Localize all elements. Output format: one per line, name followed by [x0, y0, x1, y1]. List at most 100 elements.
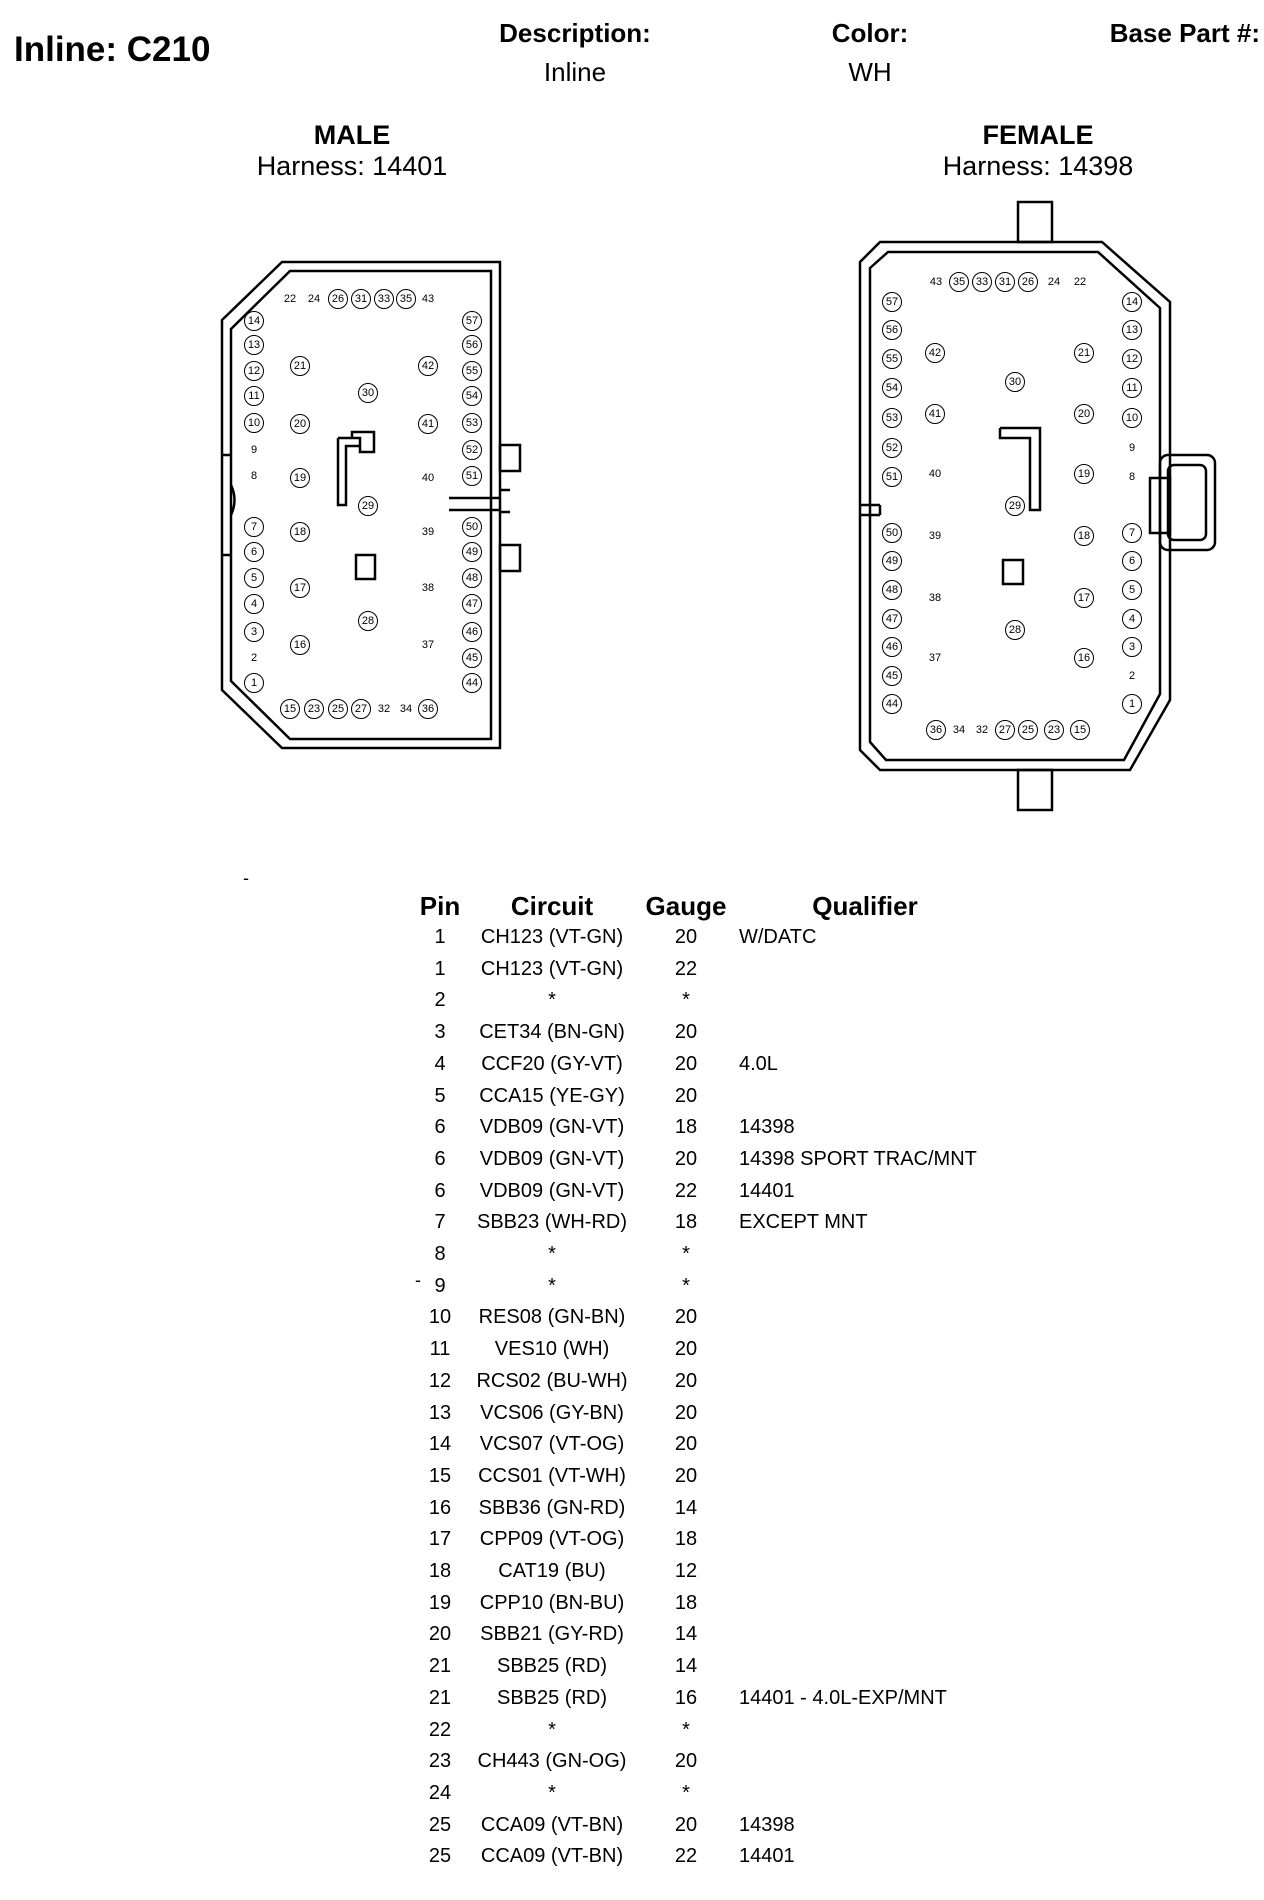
pin-8: 8: [1128, 471, 1136, 483]
pin-14: 14: [244, 311, 264, 331]
pin-cell: 25: [428, 1845, 452, 1868]
circuit-cell: CCA09 (VT-BN): [480, 1813, 624, 1836]
pin-27: 27: [995, 720, 1015, 740]
pin-12: 12: [1122, 349, 1142, 369]
gauge-cell: 18: [674, 1211, 698, 1234]
table-row: 2**: [0, 989, 1264, 1021]
color-value: WH: [848, 57, 892, 87]
pin-13: 13: [244, 335, 264, 355]
pin-26: 26: [1018, 272, 1038, 292]
pin-9: 9: [250, 444, 258, 456]
pin-cell: 8: [434, 1243, 446, 1265]
gauge-cell: *: [682, 1718, 690, 1741]
pin-37: 37: [421, 639, 435, 651]
pin-20: 20: [1074, 404, 1094, 424]
pin-15: 15: [280, 699, 300, 719]
circuit-cell: *: [548, 1718, 556, 1741]
pin-cell: 16: [428, 1496, 452, 1519]
circuit-cell: VDB09 (GN-VT): [479, 1179, 625, 1202]
pin-15: 15: [1070, 720, 1090, 740]
pin-38: 38: [421, 582, 435, 594]
pin-cell: 11: [429, 1338, 451, 1361]
table-row: 24**: [0, 1782, 1264, 1814]
circuit-cell: VCS06 (GY-BN): [480, 1401, 624, 1424]
pin-28: 28: [1005, 620, 1025, 640]
pin-cell: 6: [434, 1179, 446, 1202]
qualifier-cell: 14398: [739, 1116, 795, 1139]
table-header-gauge: Gauge: [645, 891, 727, 921]
pin-19: 19: [290, 468, 310, 488]
pin-16: 16: [1074, 648, 1094, 668]
circuit-cell: CH123 (VT-GN): [480, 926, 624, 948]
pin-32: 32: [377, 703, 391, 715]
pin-54: 54: [882, 378, 902, 398]
pin-cell: 6: [434, 1147, 446, 1170]
pin-2: 2: [1128, 670, 1136, 682]
pin-38: 38: [928, 592, 942, 604]
circuit-cell: RES08 (GN-BN): [478, 1306, 626, 1329]
pin-41: 41: [925, 404, 945, 424]
pin-cell: 15: [428, 1464, 452, 1487]
pin-49: 49: [882, 551, 902, 571]
circuit-cell: CCF20 (GY-VT): [481, 1052, 623, 1075]
gauge-cell: 20: [674, 1433, 698, 1456]
color-label: Color:: [831, 18, 909, 48]
pin-21: 21: [1074, 343, 1094, 363]
gauge-cell: 12: [674, 1560, 698, 1582]
pin-53: 53: [882, 408, 902, 428]
gauge-cell: 20: [674, 1369, 698, 1392]
pin-47: 47: [462, 594, 482, 614]
pin-35: 35: [396, 289, 416, 309]
qualifier-cell: W/DATC: [739, 926, 817, 948]
pin-22: 22: [1073, 276, 1087, 288]
pin-48: 48: [462, 568, 482, 588]
gauge-cell: 18: [674, 1591, 698, 1614]
pin-24: 24: [1047, 276, 1061, 288]
gauge-cell: 20: [674, 1147, 698, 1170]
pin-4: 4: [244, 594, 264, 614]
pin-13: 13: [1122, 320, 1142, 340]
pin-51: 51: [462, 466, 482, 486]
qualifier-cell: 14401: [739, 1179, 795, 1202]
pin-7: 7: [1122, 523, 1142, 543]
pin-30: 30: [358, 383, 378, 403]
pin-9: 9: [1128, 442, 1136, 454]
pin-43: 43: [929, 276, 943, 288]
qualifier-cell: EXCEPT MNT: [739, 1211, 868, 1234]
pin-50: 50: [882, 523, 902, 543]
pin-35: 35: [949, 272, 969, 292]
circuit-cell: CCA09 (VT-BN): [480, 1845, 624, 1868]
pin-cell: 10: [428, 1306, 452, 1329]
pin-3: 3: [244, 622, 264, 642]
color-block: Color: WH: [800, 18, 940, 88]
gauge-cell: 20: [674, 1813, 698, 1836]
female-harness: Harness: 14398: [942, 151, 1134, 181]
circuit-cell: CH123 (VT-GN): [480, 957, 624, 980]
circuit-cell: CCA15 (YE-GY): [479, 1084, 625, 1107]
pin-36: 36: [418, 699, 438, 719]
pin-31: 31: [995, 272, 1015, 292]
pin-11: 11: [244, 386, 264, 406]
gauge-cell: 18: [674, 1116, 698, 1139]
circuit-cell: RCS02 (BU-WH): [476, 1369, 628, 1392]
pin-52: 52: [462, 440, 482, 460]
qualifier-cell: 4.0L: [739, 1052, 778, 1075]
pin-cell: 20: [428, 1623, 452, 1646]
pin-cell: 23: [428, 1750, 452, 1773]
circuit-cell: CPP10 (BN-BU): [479, 1591, 625, 1614]
pin-4: 4: [1122, 609, 1142, 629]
pin-11: 11: [1122, 378, 1142, 398]
pin-53: 53: [462, 413, 482, 433]
female-heading: FEMALE Harness: 14398: [888, 120, 1188, 182]
pin-cell: 5: [434, 1084, 446, 1107]
circuit-cell: SBB21 (GY-RD): [480, 1623, 624, 1646]
circuit-cell: SBB23 (WH-RD): [476, 1211, 627, 1234]
table-row: 9**: [0, 1275, 1264, 1307]
pin-50: 50: [462, 517, 482, 537]
